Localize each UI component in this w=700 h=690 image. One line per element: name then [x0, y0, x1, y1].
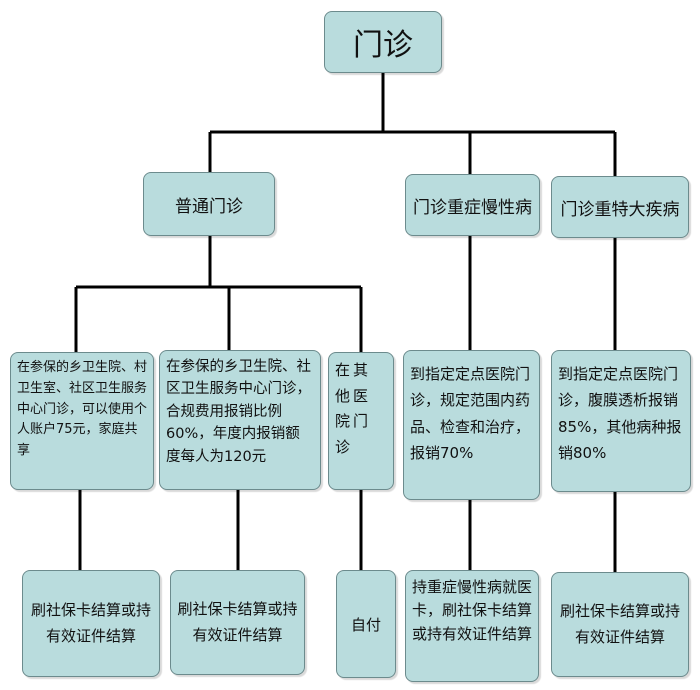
root-label: 门诊	[353, 28, 413, 63]
node-text: 刷社保卡结算或持有效证件结算	[30, 601, 151, 645]
node-chronic-disease: 门诊重症慢性病	[405, 174, 540, 236]
node-settle-community: 刷社保卡结算或持有效证件结算	[170, 570, 305, 675]
node-text: 刷社保卡结算或持有效证件结算	[177, 600, 298, 644]
node-policy-community: 在参保的乡卫生院、社区卫生服务中心门诊，合规费用报销比例60%，年度内报销额度每…	[159, 350, 321, 490]
node-label: 门诊重症慢性病	[413, 197, 532, 218]
node-text: 在参保的乡卫生院、村卫生室、社区卫生服务中心门诊，可以使用个人账户75元，家庭共…	[17, 360, 148, 459]
node-text: 在其他医院门诊	[335, 361, 372, 456]
node-settle-major: 刷社保卡结算或持有效证件结算	[551, 572, 689, 677]
node-policy-village: 在参保的乡卫生院、村卫生室、社区卫生服务中心门诊，可以使用个人账户75元，家庭共…	[10, 352, 154, 490]
node-text: 到指定定点医院门诊，腹膜透析报销85%，其他病种报销80%	[558, 365, 682, 462]
node-settle-village: 刷社保卡结算或持有效证件结算	[22, 570, 160, 677]
node-text: 持重症慢性病就医卡，刷社保卡结算或持有效证件结算	[412, 578, 533, 643]
node-regular-outpatient: 普通门诊	[143, 172, 275, 236]
node-text: 自付	[350, 615, 381, 634]
node-label: 门诊重特大疾病	[560, 199, 680, 220]
node-self-pay: 自付	[336, 570, 396, 678]
node-other-hospital: 在其他医院门诊	[328, 352, 394, 490]
node-chronic-policy: 到指定定点医院门诊，规定范围内药品、检查和治疗，报销70%	[403, 350, 540, 500]
node-major-disease: 门诊重特大疾病	[551, 176, 689, 238]
node-text: 到指定定点医院门诊，规定范围内药品、检查和治疗，报销70%	[410, 365, 531, 462]
node-text: 在参保的乡卫生院、社区卫生服务中心门诊，合规费用报销比例60%，年度内报销额度每…	[166, 359, 311, 465]
node-label: 普通门诊	[175, 196, 243, 217]
node-text: 刷社保卡结算或持有效证件结算	[559, 602, 680, 646]
node-settle-chronic: 持重症慢性病就医卡，刷社保卡结算或持有效证件结算	[405, 570, 539, 682]
root-node: 门诊	[324, 11, 442, 73]
node-major-policy: 到指定定点医院门诊，腹膜透析报销85%，其他病种报销80%	[551, 350, 691, 492]
